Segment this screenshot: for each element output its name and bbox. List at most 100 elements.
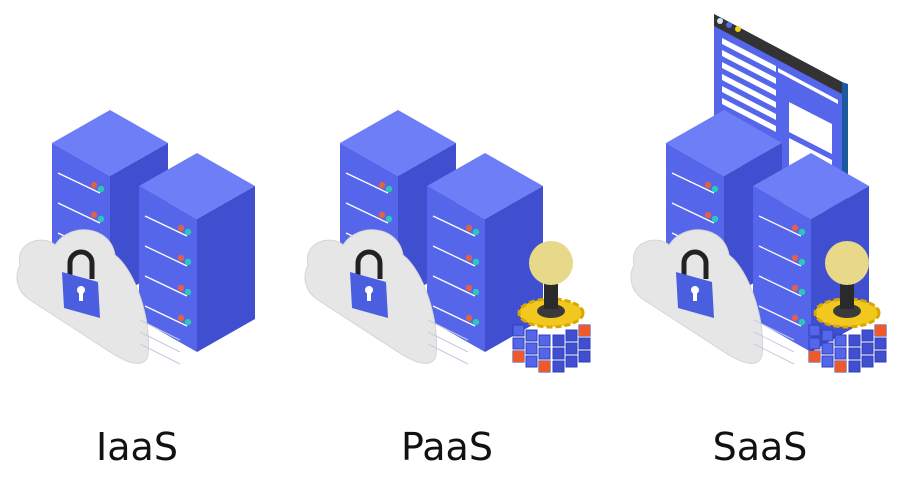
lightbulb-icon xyxy=(529,241,573,285)
content-line xyxy=(722,38,776,72)
led-red xyxy=(177,224,185,232)
server-slot-line xyxy=(671,172,715,194)
server-slot-line xyxy=(345,172,389,194)
cube-block xyxy=(848,360,861,373)
panel-saas xyxy=(630,14,887,373)
circuit-line xyxy=(427,331,469,353)
server-slot-line xyxy=(57,172,101,194)
cube-block xyxy=(821,355,834,368)
cube-block xyxy=(538,334,551,347)
content-line xyxy=(722,86,776,120)
led-teal xyxy=(798,228,806,236)
led-red xyxy=(791,254,799,262)
cube-block xyxy=(848,334,861,347)
address-bar xyxy=(778,68,838,104)
cloud-lock xyxy=(16,229,181,365)
led-red xyxy=(465,314,473,322)
window-dot xyxy=(717,18,723,24)
led-teal xyxy=(184,318,192,326)
circuit-line xyxy=(753,319,795,341)
led-teal xyxy=(798,258,806,266)
window-dot xyxy=(726,22,732,28)
led-red xyxy=(465,284,473,292)
panel-iaas xyxy=(16,110,255,365)
cube-block xyxy=(874,337,887,350)
circuit-line xyxy=(139,331,181,353)
cube-block xyxy=(834,347,847,360)
cube-block-orange xyxy=(809,351,820,362)
cube-block-orange xyxy=(513,351,524,362)
cube-block xyxy=(861,329,874,342)
cube-block xyxy=(565,355,578,368)
window-dot xyxy=(735,26,741,32)
led-teal xyxy=(97,185,105,193)
server-slot-line xyxy=(432,245,476,267)
led-red xyxy=(791,224,799,232)
window-titlebar xyxy=(714,14,842,94)
led-red xyxy=(465,254,473,262)
cube-block xyxy=(578,337,591,350)
led-teal xyxy=(184,258,192,266)
server-slot-line xyxy=(144,245,188,267)
led-teal xyxy=(472,258,480,266)
lightbulb-icon xyxy=(825,241,869,285)
cube-block xyxy=(821,329,834,342)
label-saas: SaaS xyxy=(712,425,808,469)
bulb-base xyxy=(544,283,558,309)
server-slot-line xyxy=(758,245,802,267)
cube-block-orange xyxy=(835,361,846,372)
led-teal xyxy=(184,228,192,236)
circuit-line xyxy=(427,319,469,341)
led-red xyxy=(177,254,185,262)
bulb-base xyxy=(840,283,854,309)
led-red xyxy=(465,224,473,232)
cube-block-orange xyxy=(579,325,590,336)
led-teal xyxy=(472,228,480,236)
cube-block xyxy=(565,329,578,342)
led-red xyxy=(378,211,386,219)
panel-paas xyxy=(304,110,591,373)
server-slot-line xyxy=(758,305,802,327)
led-red xyxy=(791,314,799,322)
server-slot-line xyxy=(57,202,101,224)
cube-block xyxy=(525,355,538,368)
cube-block xyxy=(874,350,887,363)
content-line xyxy=(722,62,776,96)
led-red xyxy=(791,284,799,292)
content-line xyxy=(722,74,776,108)
lightbulb-gear-cube xyxy=(808,241,887,373)
server-slot-line xyxy=(432,305,476,327)
cube-block xyxy=(834,334,847,347)
led-teal xyxy=(472,288,480,296)
server-slot-line xyxy=(671,202,715,224)
cube-block xyxy=(808,337,821,350)
cloud-lock xyxy=(304,229,469,365)
cube-block xyxy=(821,342,834,355)
led-red xyxy=(90,181,98,189)
lock-shackle xyxy=(681,249,709,279)
led-teal xyxy=(472,318,480,326)
circuit-line xyxy=(753,331,795,353)
cube-block xyxy=(512,337,525,350)
server-front xyxy=(139,153,255,352)
server-side xyxy=(197,186,255,352)
server-slot-line xyxy=(144,215,188,237)
cube-block-orange xyxy=(875,325,886,336)
led-red xyxy=(704,211,712,219)
server-slot-line xyxy=(144,275,188,297)
led-teal xyxy=(97,215,105,223)
content-panel xyxy=(789,102,832,154)
cube-block xyxy=(538,347,551,360)
cloud-lock xyxy=(630,229,795,365)
cube-block xyxy=(552,347,565,360)
lock-shackle xyxy=(67,249,95,279)
led-teal xyxy=(798,288,806,296)
content-line xyxy=(722,50,776,84)
cube-block xyxy=(861,355,874,368)
led-teal xyxy=(385,215,393,223)
cube-block xyxy=(565,342,578,355)
led-teal xyxy=(711,185,719,193)
server-slot-line xyxy=(432,275,476,297)
